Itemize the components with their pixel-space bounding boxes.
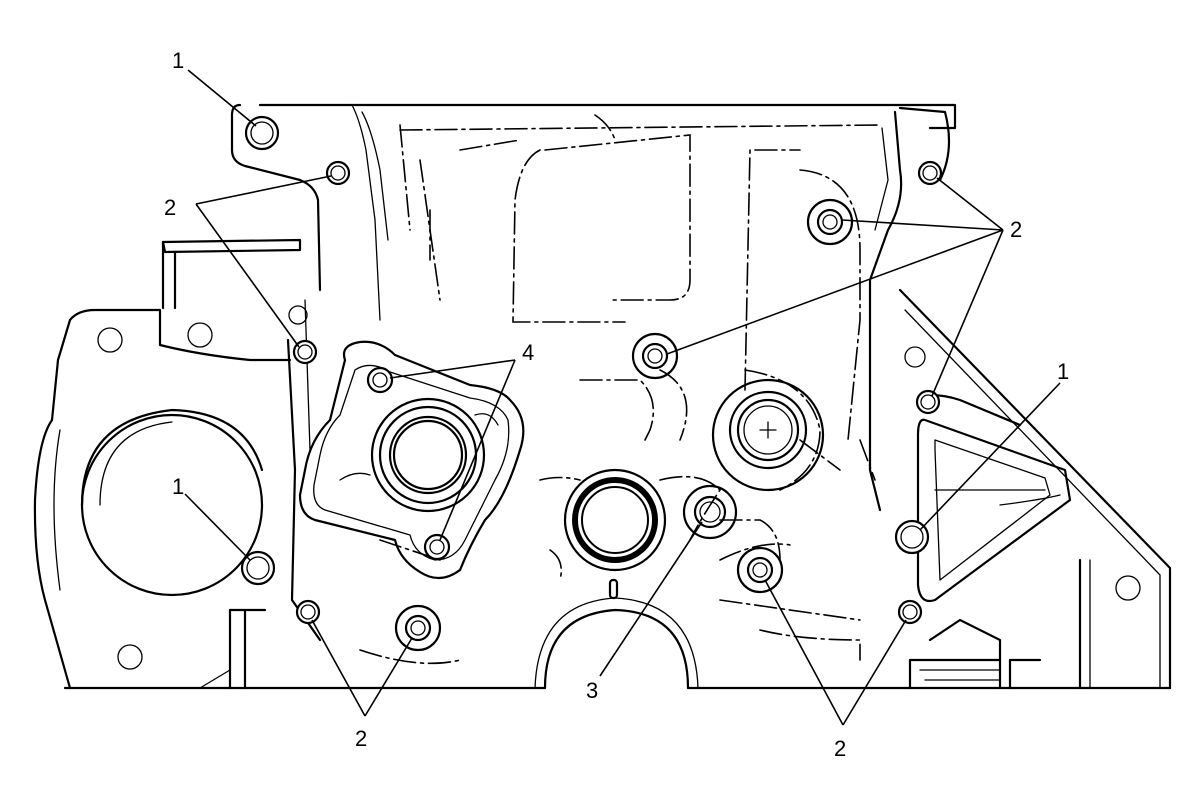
pump-housing: [298, 340, 525, 580]
callout-1-top-left: 1: [172, 48, 184, 73]
callout-1-right: 1: [1057, 359, 1069, 384]
right-boss: [711, 378, 825, 492]
interior-hidden-lines: [359, 114, 881, 665]
callout-labels: 1 2 2 4 1 1 3 2 2: [164, 48, 1069, 761]
callout-4: 4: [522, 340, 534, 365]
plug-item-3: [682, 484, 738, 540]
callout-1-left: 1: [172, 474, 184, 499]
bolt-holes: [97, 115, 1141, 670]
callout-2-bottom-right: 2: [834, 736, 846, 761]
callout-2-bottom-left: 2: [355, 726, 367, 751]
block-outline: [33, 103, 1172, 690]
leader-lines: [184, 69, 1061, 726]
callout-2-right-upper: 2: [1010, 217, 1022, 242]
callout-2-left-upper: 2: [164, 195, 176, 220]
center-seal: [563, 468, 667, 572]
callout-3: 3: [586, 678, 598, 703]
